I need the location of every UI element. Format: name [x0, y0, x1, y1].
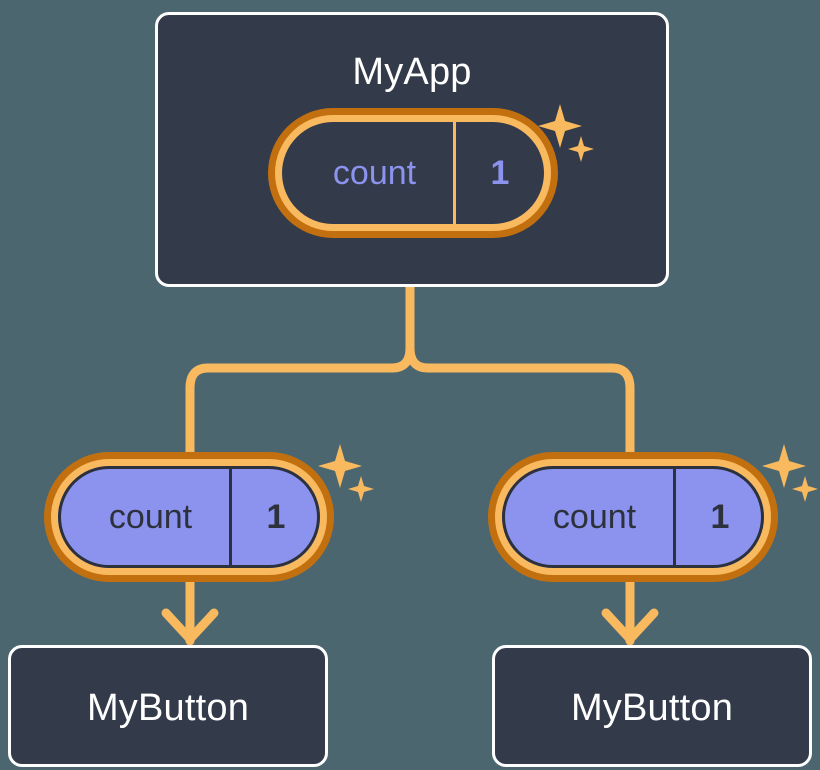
state-pill-inner-ring: count 1	[495, 459, 771, 575]
state-pill-core: count 1	[282, 122, 544, 224]
state-pill-child-left[interactable]: count 1	[44, 452, 334, 582]
connector-branch-right	[405, 343, 635, 457]
state-pill-core: count 1	[502, 466, 764, 568]
component-box-mybutton-right[interactable]: MyButton	[492, 645, 812, 767]
state-pill-value: 1	[710, 497, 730, 536]
sparkle-icon-large	[318, 444, 362, 488]
state-pill-inner-ring: count 1	[275, 115, 551, 231]
component-title-myapp: MyApp	[352, 51, 472, 93]
state-pill-core: count 1	[58, 466, 320, 568]
sparkle-icon-small	[348, 476, 374, 502]
arrow-down-icon-left	[161, 608, 219, 644]
state-pill-child-right[interactable]: count 1	[488, 452, 778, 582]
state-pill-key: count	[332, 153, 417, 192]
sparkle-icon-large	[762, 444, 806, 488]
state-pill-divider	[673, 466, 676, 568]
state-pill-myapp[interactable]: count 1	[268, 108, 558, 238]
arrow-down-icon-right	[601, 608, 659, 644]
component-box-mybutton-left[interactable]: MyButton	[8, 645, 328, 767]
state-pill-divider	[453, 122, 456, 224]
sparkle-icon-small	[792, 476, 818, 502]
state-pill-value: 1	[266, 497, 286, 536]
state-pill-value: 1	[490, 153, 510, 192]
state-pill-divider	[229, 466, 232, 568]
state-pill-key: count	[552, 497, 637, 536]
connector-branch-left	[185, 343, 415, 457]
component-title-mybutton-right: MyButton	[570, 687, 734, 729]
component-title-mybutton-left: MyButton	[86, 687, 250, 729]
state-pill-inner-ring: count 1	[51, 459, 327, 575]
state-pill-key: count	[108, 497, 193, 536]
